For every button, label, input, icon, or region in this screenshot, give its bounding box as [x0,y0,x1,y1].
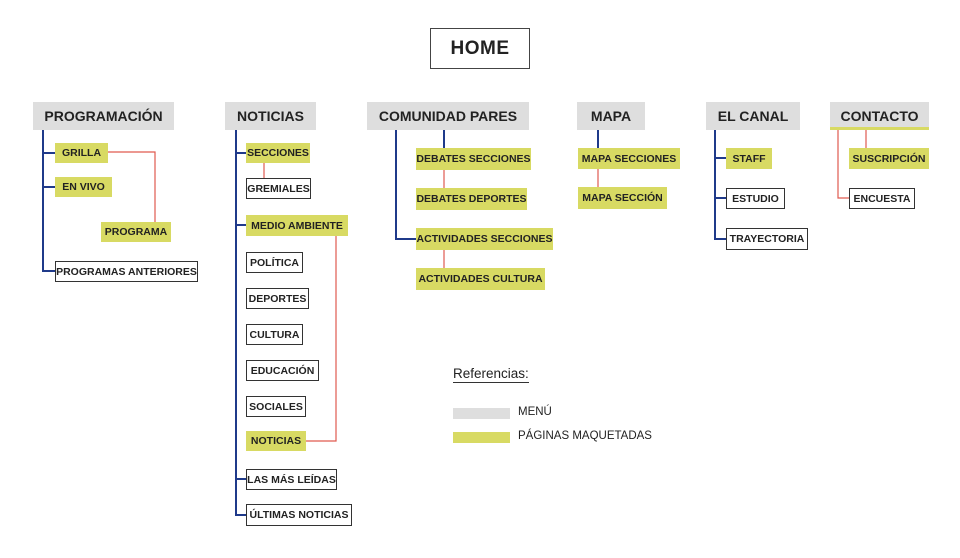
node-mapa-secciones: MAPA SECCIONES [578,148,680,169]
node-programas-anteriores: PROGRAMAS ANTERIORES [55,261,198,282]
menu-comunidad-pares: COMUNIDAD PARES [367,102,529,130]
node-staff: STAFF [726,148,772,169]
node-politica: POLÍTICA [246,252,303,273]
node-debates-secciones: DEBATES SECCIONES [416,148,531,170]
home-node: HOME [430,28,530,69]
node-ultimas-noticias: ÚLTIMAS NOTICIAS [246,504,352,526]
node-mapa-seccion: MAPA SECCIÓN [578,187,667,209]
node-sociales: SOCIALES [246,396,306,417]
node-actividades-cultura: ACTIVIDADES CULTURA [416,268,545,290]
node-gremiales: GREMIALES [246,178,311,199]
legend-pages-label: PÁGINAS MAQUETADAS [518,430,652,442]
node-cultura: CULTURA [246,324,303,345]
menu-contacto: CONTACTO [830,102,929,130]
node-secciones: SECCIONES [246,143,310,163]
node-actividades-secciones: ACTIVIDADES SECCIONES [416,228,553,250]
legend-menu-swatch [453,408,510,419]
menu-mapa: MAPA [577,102,645,130]
node-programa: PROGRAMA [101,222,171,242]
node-medio-ambiente: MEDIO AMBIENTE [246,215,348,236]
node-noticias: NOTICIAS [246,431,306,451]
node-trayectoria: TRAYECTORIA [726,228,808,250]
node-las-mas-leidas: LAS MÁS LEÍDAS [246,469,337,490]
menu-programacion: PROGRAMACIÓN [33,102,174,130]
node-educacion: EDUCACIÓN [246,360,319,381]
node-grilla: GRILLA [55,143,108,163]
legend-pages-swatch [453,432,510,443]
node-estudio: ESTUDIO [726,188,785,209]
contacto-page-marker [830,127,929,130]
node-suscripcion: SUSCRIPCIÓN [849,148,929,169]
node-debates-deportes: DEBATES DEPORTES [416,188,527,210]
node-en-vivo: EN VIVO [55,177,112,197]
legend-menu-label: MENÚ [518,406,552,418]
menu-el-canal: EL CANAL [706,102,800,130]
menu-noticias: NOTICIAS [225,102,316,130]
legend-title: Referencias: [453,366,529,383]
node-deportes: DEPORTES [246,288,309,309]
node-encuesta: ENCUESTA [849,188,915,209]
